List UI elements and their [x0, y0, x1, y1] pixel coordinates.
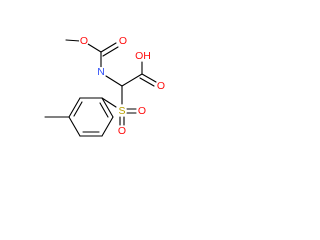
atom-hydroxyl: OH: [134, 50, 151, 62]
atom-methoxy-o: O: [79, 35, 89, 47]
bond-carbonyl-double-b: [102, 46, 119, 57]
ring-inner-bond-3: [99, 102, 109, 118]
atom-label: S: [118, 105, 125, 117]
structure-canvas: O O N OH O S O O: [0, 0, 200, 157]
atom-label: N: [97, 66, 105, 78]
ring-inner-bond-1: [73, 101, 83, 117]
atom-label: O: [80, 35, 88, 47]
atom-sulfonyl-o-bottom: O: [117, 125, 127, 137]
bond-alpha-c-acid-c: [121, 73, 143, 87]
atom-label: OH: [135, 50, 151, 62]
ring-bond-5: [101, 116, 114, 137]
bond-carbonyl-double-a: [100, 42, 117, 53]
atom-sulfur: S: [117, 105, 127, 117]
bond-n-alpha-c: [105, 75, 123, 87]
atom-label: O: [157, 80, 165, 92]
molecule-diagram: O O N OH O S O O: [44, 35, 166, 137]
ring-bond-6: [101, 97, 114, 118]
atom-amide-n: N: [96, 66, 106, 78]
ring-bond-2: [68, 97, 81, 118]
atom-acid-o: O: [156, 80, 166, 92]
atom-label: O: [118, 125, 126, 137]
bond-methoxy-o-carbonyl-c: [87, 43, 102, 53]
bond-acid-double-b: [139, 77, 155, 87]
atom-label: O: [138, 105, 146, 117]
bond-methyl-methoxy-o: [65, 39, 81, 42]
atom-sulfonyl-o-right: O: [137, 105, 147, 117]
atom-label: O: [119, 35, 127, 47]
bond-s-ring: [101, 97, 117, 108]
atom-carbonyl-o: O: [118, 35, 128, 47]
ring-bond-3: [68, 116, 81, 137]
bond-acid-double-a: [141, 73, 157, 83]
